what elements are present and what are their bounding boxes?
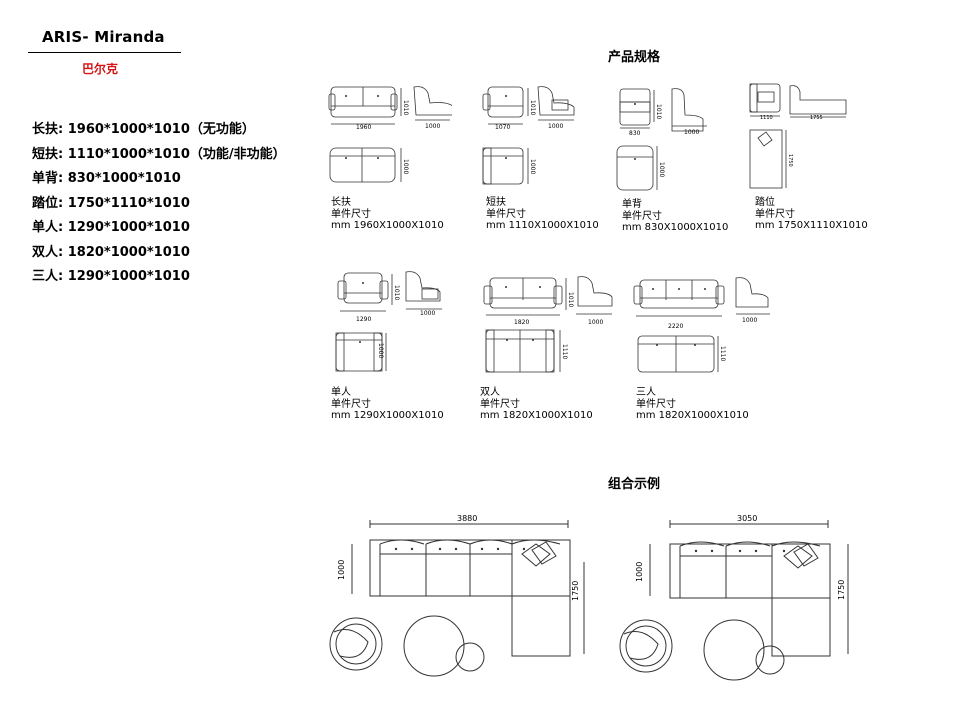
spec-item: 单人: 1290*1000*1010 — [32, 220, 190, 235]
dim-label: 1000 — [337, 560, 346, 580]
dim-label: 1755 — [810, 115, 823, 121]
module-drawing-long-arm: 1960 1010 1000 1000 — [328, 86, 452, 183]
dim-label: 1000 — [684, 129, 699, 136]
spec-item: 三人: 1290*1000*1010 — [32, 269, 190, 284]
module-drawing-one-seat: 1290 1010 1000 1000 — [335, 271, 442, 372]
dim-label: 1290 — [356, 316, 371, 323]
module-drawing-chaise: 1110 1755 1750 — [749, 83, 847, 189]
dim-label: 1010 — [393, 285, 400, 300]
dim-label: 830 — [629, 130, 641, 137]
module-drawing-two-seat: 1820 1010 1000 1110 — [483, 276, 613, 373]
combo-drawing-2: 3050 1000 1750 — [619, 514, 849, 681]
module-drawing-three-seat: 2220 1000 1110 — [633, 277, 770, 373]
module-caption: 短扶 单件尺寸 mm 1110X1000X1010 — [486, 197, 599, 231]
module-drawing-single-back: 830 1010 1000 1000 — [616, 88, 707, 191]
dim-label: 3880 — [457, 514, 477, 523]
dim-label: 1750 — [837, 580, 846, 600]
brand-divider — [28, 52, 181, 53]
dim-label: 1000 — [402, 159, 409, 174]
spec-item: 短扶: 1110*1000*1010（功能/非功能） — [32, 146, 286, 162]
dim-label: 1110 — [760, 115, 773, 121]
dim-label: 1110 — [561, 344, 568, 359]
spec-list: 长扶: 1960*1000*1010（无功能） 短扶: 1110*1000*10… — [32, 122, 286, 294]
spec-item: 单背: 830*1000*1010 — [32, 171, 181, 186]
dim-label: 1000 — [588, 319, 603, 326]
dim-label: 1960 — [356, 124, 371, 131]
dim-label: 1820 — [514, 319, 529, 326]
spec-item: 双人: 1820*1000*1010 — [32, 244, 190, 260]
dim-label: 1070 — [495, 124, 510, 131]
dim-label: 1000 — [658, 162, 665, 177]
dim-label: 1000 — [635, 562, 644, 582]
dim-label: 1000 — [377, 343, 384, 358]
dim-label: 1000 — [529, 159, 536, 174]
dim-label: 1010 — [567, 292, 574, 307]
spec-item: 踏位: 1750*1110*1010 — [32, 195, 190, 211]
brand-subtitle: 巴尔克 — [82, 62, 119, 76]
module-caption: 单人 单件尺寸 mm 1290X1000X1010 — [331, 387, 444, 421]
dim-label: 1000 — [420, 310, 435, 317]
dim-label: 1010 — [529, 100, 536, 115]
dim-label: 2220 — [668, 323, 683, 330]
spec-item: 长扶: 1960*1000*1010（无功能） — [32, 122, 255, 137]
module-caption: 双人 单件尺寸 mm 1820X1000X1010 — [480, 387, 593, 421]
module-caption: 踏位 单件尺寸 mm 1750X1110X1010 — [755, 197, 868, 231]
dim-label: 1750 — [571, 581, 580, 601]
dim-label: 1000 — [425, 123, 440, 130]
module-drawing-short-arm: 1070 1010 1000 1000 — [482, 86, 575, 185]
dim-label: 1750 — [787, 154, 793, 167]
module-caption: 长扶 单件尺寸 mm 1960X1000X1010 — [331, 197, 444, 231]
dim-label: 1000 — [742, 317, 757, 324]
brand-title: ARIS- Miranda — [42, 28, 165, 46]
module-caption: 三人 单件尺寸 mm 1820X1000X1010 — [636, 387, 749, 421]
dim-label: 1010 — [402, 100, 409, 115]
module-caption: 单背 单件尺寸 mm 830X1000X1010 — [622, 199, 729, 233]
dim-label: 1000 — [548, 123, 563, 130]
combo-drawing-1: 3880 1000 1750 — [329, 514, 585, 677]
dim-label: 1110 — [719, 346, 726, 361]
dim-label: 1010 — [655, 104, 662, 119]
specs-title: 产品规格 — [608, 50, 661, 65]
combo-title: 组合示例 — [608, 477, 661, 492]
dim-label: 3050 — [737, 514, 757, 523]
